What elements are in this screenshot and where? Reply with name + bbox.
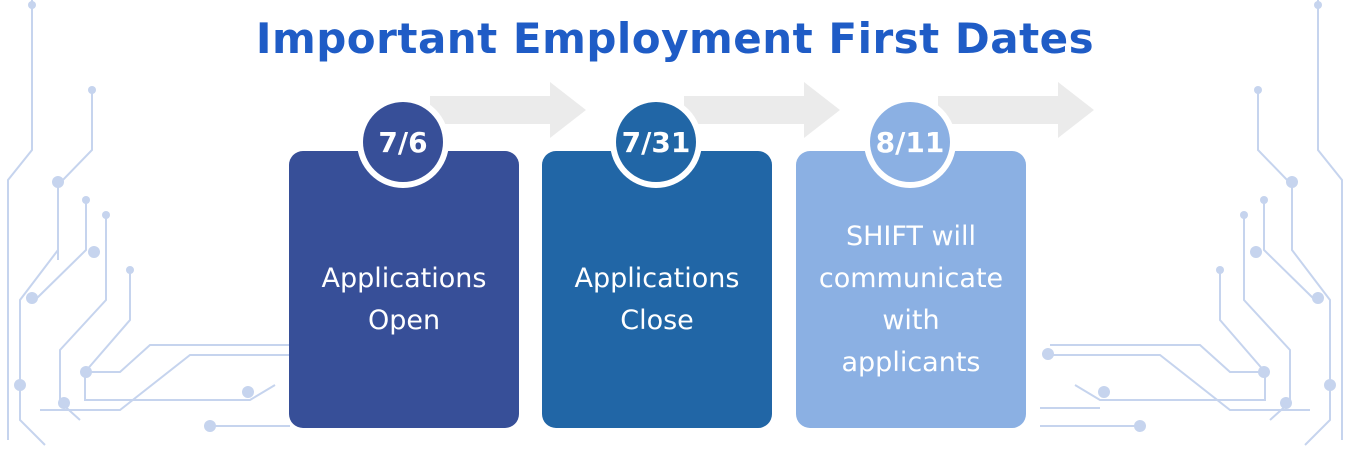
arrow-right-icon: [430, 82, 586, 138]
step-card-1: Applications Open: [289, 151, 519, 428]
date-badge-1: 7/6: [357, 96, 449, 188]
step-label: Applications Open: [321, 262, 487, 336]
date-badge-2: 7/31: [610, 96, 702, 188]
step-label: Applications Close: [574, 262, 740, 336]
step-date: 7/6: [363, 102, 443, 182]
step-label: SHIFT will communicate with applicants: [818, 220, 1004, 378]
step-date: 8/11: [870, 102, 950, 182]
step-date: 7/31: [616, 102, 696, 182]
date-badge-3: 8/11: [864, 96, 956, 188]
step-card-3: SHIFT will communicate with applicants: [796, 151, 1026, 428]
arrow-right-icon: [684, 82, 840, 138]
step-card-2: Applications Close: [542, 151, 772, 428]
arrow-right-icon: [938, 82, 1094, 138]
page-title: Important Employment First Dates: [255, 14, 1095, 63]
